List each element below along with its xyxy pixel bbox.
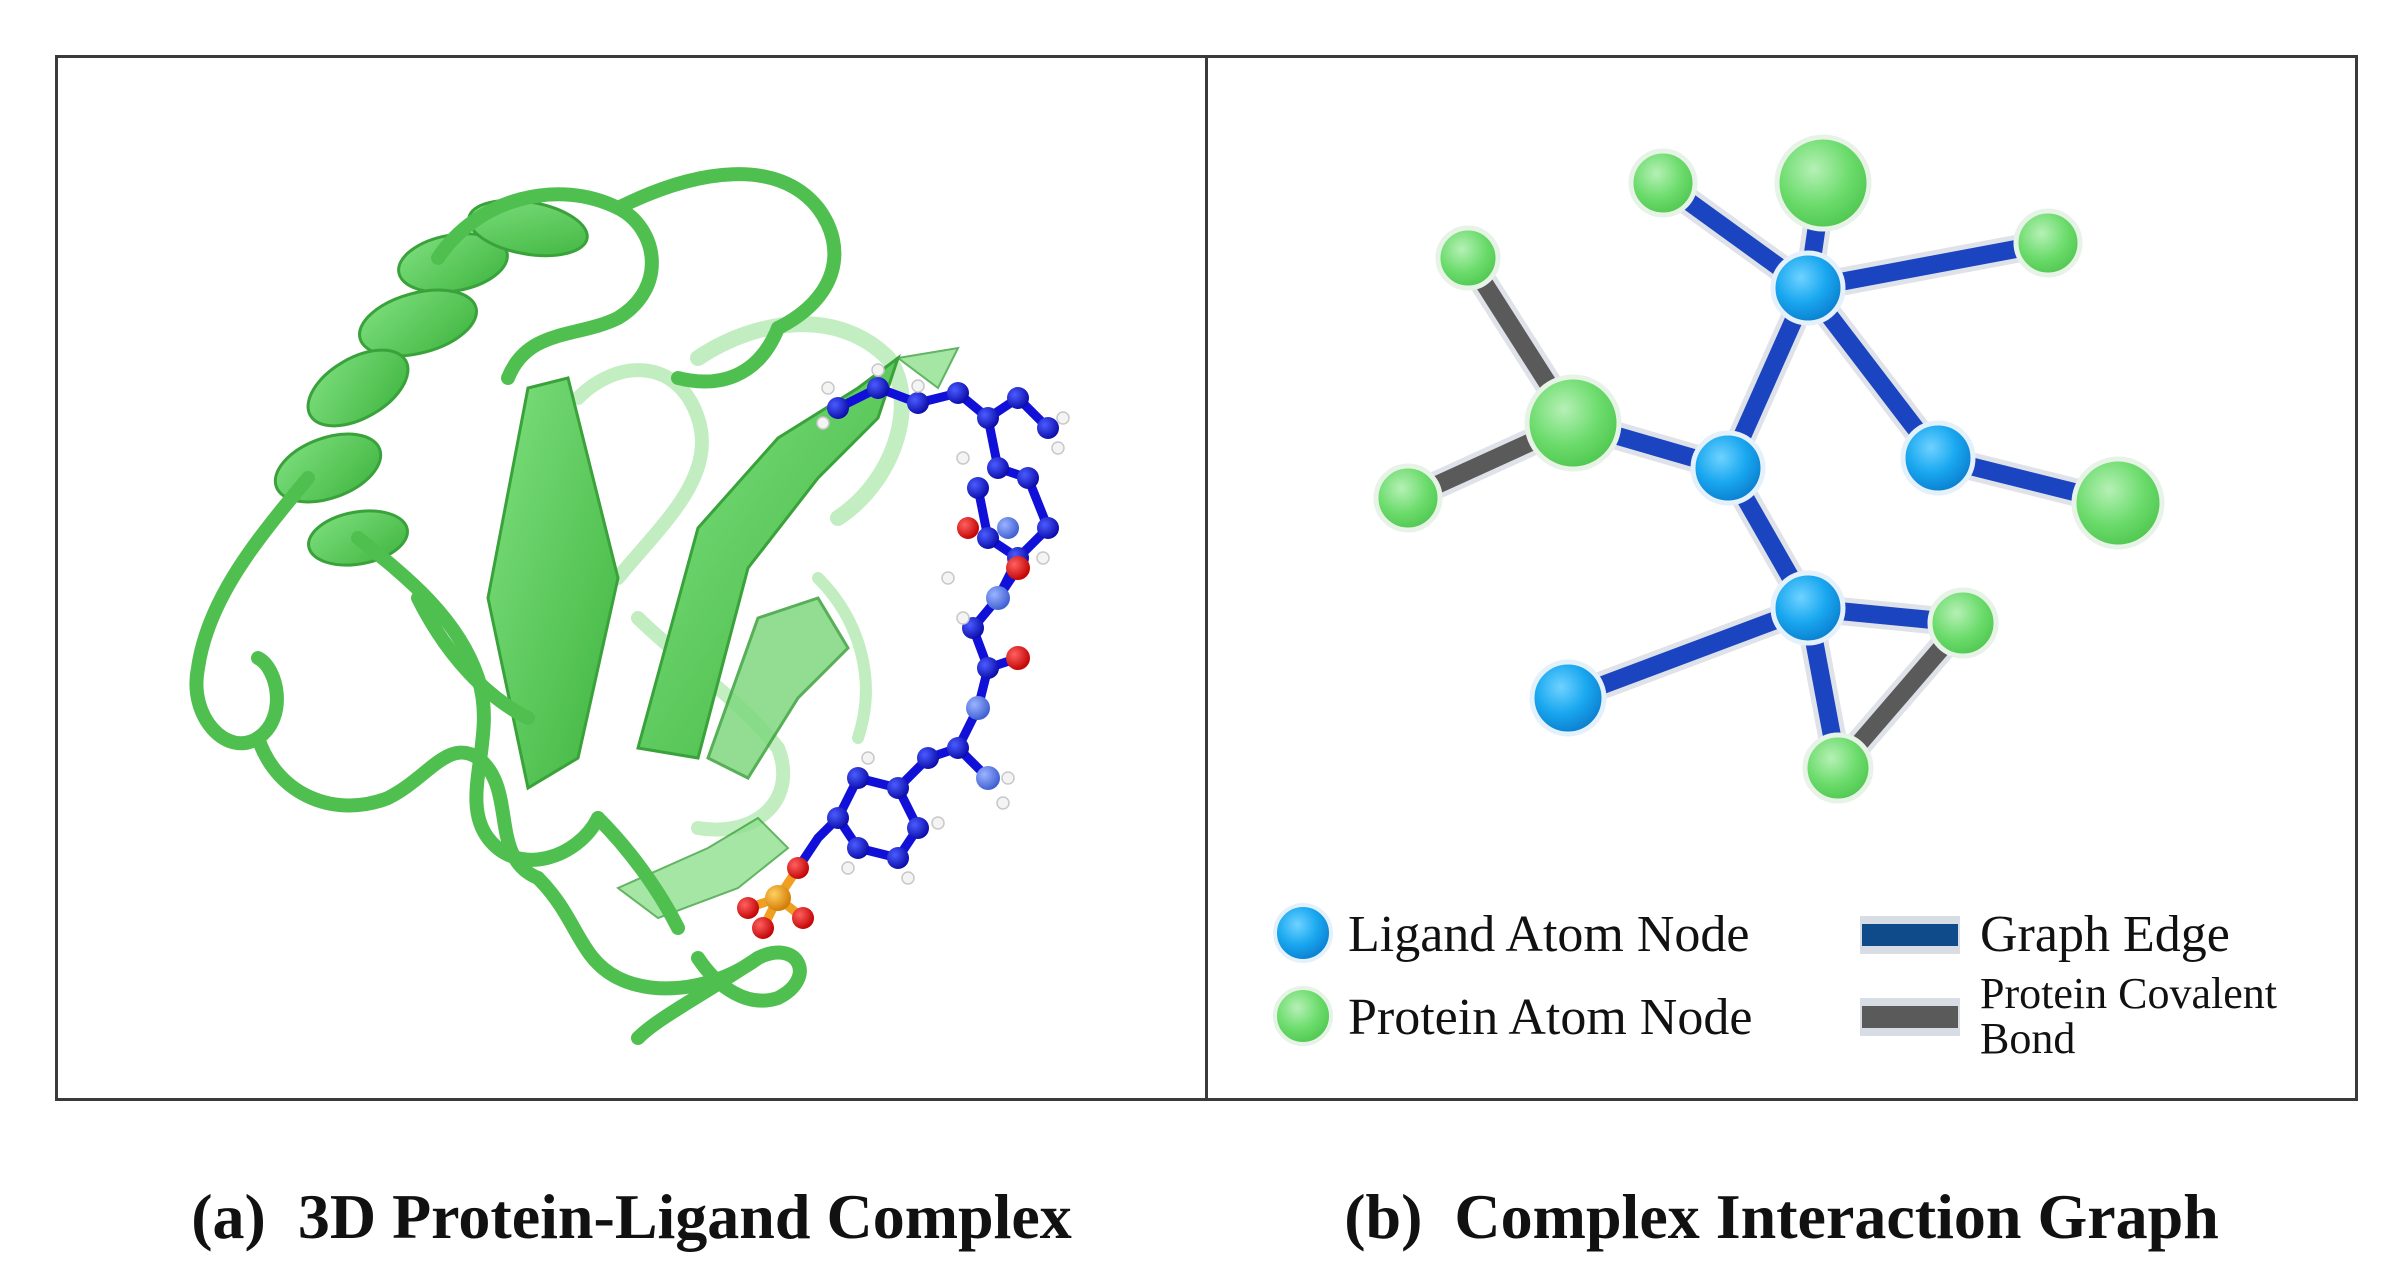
ligand-phosphorus-atom bbox=[765, 885, 791, 911]
legend-protein-node-icon bbox=[1273, 986, 1333, 1046]
caption-panel-a: (a) 3D Protein-Ligand Complex bbox=[191, 1181, 1072, 1252]
ligand-oxygen-atoms bbox=[737, 517, 1030, 939]
graph-edge bbox=[1564, 599, 1812, 707]
ligand-node bbox=[1900, 420, 1976, 496]
ligand-node bbox=[1770, 570, 1846, 646]
legend-graph-edge-label: Graph Edge bbox=[1980, 906, 2230, 963]
ligand-carbon-atoms bbox=[827, 377, 1059, 869]
ligand-node bbox=[1770, 250, 1846, 326]
protein-node bbox=[2071, 456, 2165, 550]
panel-a-frame bbox=[55, 55, 1208, 1101]
legend-graph-edge-icon bbox=[1862, 924, 1958, 946]
legend: Ligand Atom Node Protein Atom Node Graph… bbox=[1273, 903, 2277, 1063]
protein-node bbox=[1927, 587, 1999, 659]
protein-ligand-illustration bbox=[189, 167, 1070, 1045]
panel-b-frame: Ligand Atom Node Protein Atom Node Graph… bbox=[1205, 55, 2358, 1101]
legend-covalent-bond-icon bbox=[1862, 1006, 1958, 1028]
ligand-atom-nodes bbox=[1529, 250, 1976, 737]
protein-covalent-bonds bbox=[1404, 253, 1970, 774]
protein-node bbox=[2013, 208, 2083, 278]
interaction-graph: Ligand Atom Node Protein Atom Node Graph… bbox=[1273, 134, 2277, 1063]
protein-node bbox=[1628, 148, 1698, 218]
protein-node bbox=[1373, 463, 1443, 533]
protein-node bbox=[1774, 134, 1872, 232]
ligand-node bbox=[1529, 659, 1607, 737]
ligand-node bbox=[1690, 430, 1766, 506]
ligand-nitrogen-atoms bbox=[966, 517, 1019, 790]
protein-atom-nodes bbox=[1373, 134, 2165, 804]
legend-protein-node-label: Protein Atom Node bbox=[1348, 989, 1752, 1046]
legend-ligand-node-label: Ligand Atom Node bbox=[1348, 906, 1750, 963]
caption-panel-b: (b) Complex Interaction Graph bbox=[1344, 1181, 2219, 1252]
legend-ligand-node-icon bbox=[1273, 903, 1333, 963]
protein-node bbox=[1435, 225, 1501, 291]
protein-node bbox=[1802, 732, 1874, 804]
legend-covalent-bond-label-line2: Bond bbox=[1980, 1014, 2075, 1063]
ligand-hydrogen-atoms bbox=[816, 363, 1070, 885]
graph-edge bbox=[1806, 234, 2050, 297]
protein-node bbox=[1524, 374, 1622, 472]
legend-covalent-bond-label-line1: Protein Covalent bbox=[1980, 969, 2277, 1018]
protein-coils bbox=[189, 167, 842, 1045]
